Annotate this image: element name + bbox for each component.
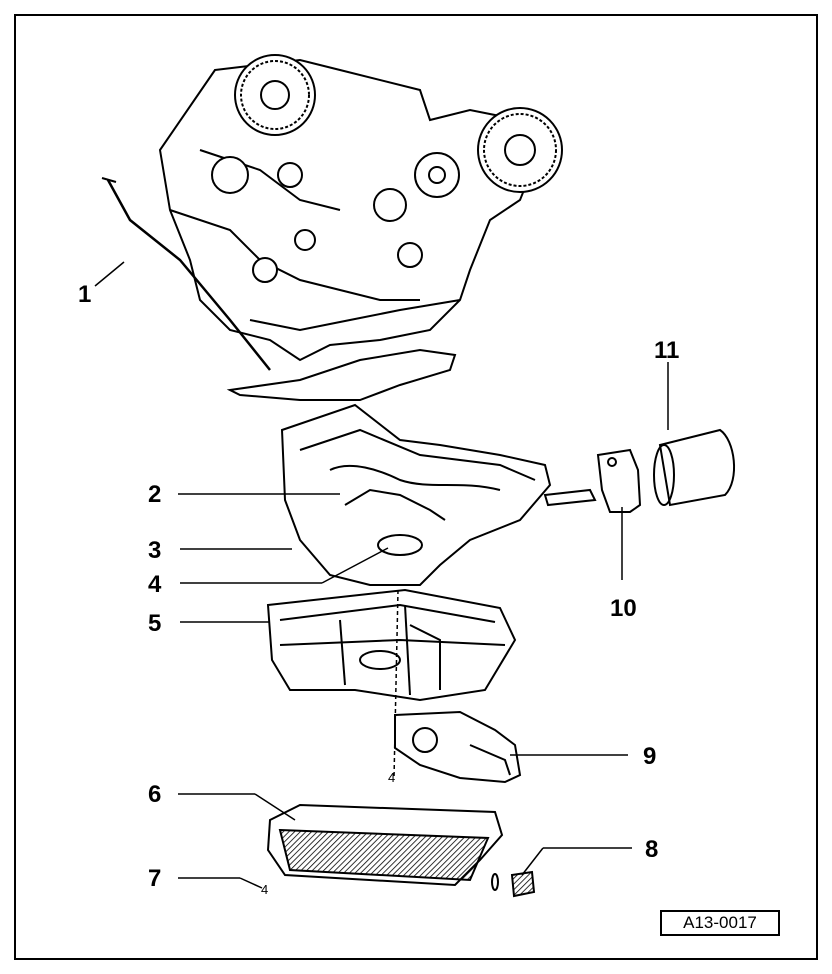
drain-plug (491, 870, 536, 898)
oil-pump (394, 710, 522, 784)
oil-filter (653, 428, 736, 507)
callout-6: 6 (148, 781, 161, 808)
callout-labels: 1 2 3 4 5 6 7 8 9 10 11 4 4 (78, 281, 679, 897)
callout-5: 5 (148, 610, 161, 637)
engine-block (101, 54, 563, 401)
callout-8: 8 (645, 836, 658, 863)
callout-2: 2 (148, 481, 161, 508)
baffle-plate (266, 588, 517, 702)
callout-1: 1 (78, 281, 91, 308)
upper-oil-pan (280, 403, 597, 586)
leader-lines (94, 261, 669, 889)
callout-7: 7 (148, 865, 161, 892)
oil-filter-flange (596, 448, 642, 513)
figure-reference-code: A13-0017 (660, 910, 780, 936)
diagram-frame (14, 14, 818, 960)
small-mark-a: 4 (388, 770, 395, 785)
small-mark-b: 4 (261, 882, 268, 897)
callout-11: 11 (654, 337, 679, 364)
callout-3: 3 (148, 537, 161, 564)
callout-4: 4 (148, 571, 162, 598)
callout-9: 9 (643, 743, 656, 770)
callout-10: 10 (610, 595, 637, 622)
lower-oil-pan (266, 803, 504, 887)
